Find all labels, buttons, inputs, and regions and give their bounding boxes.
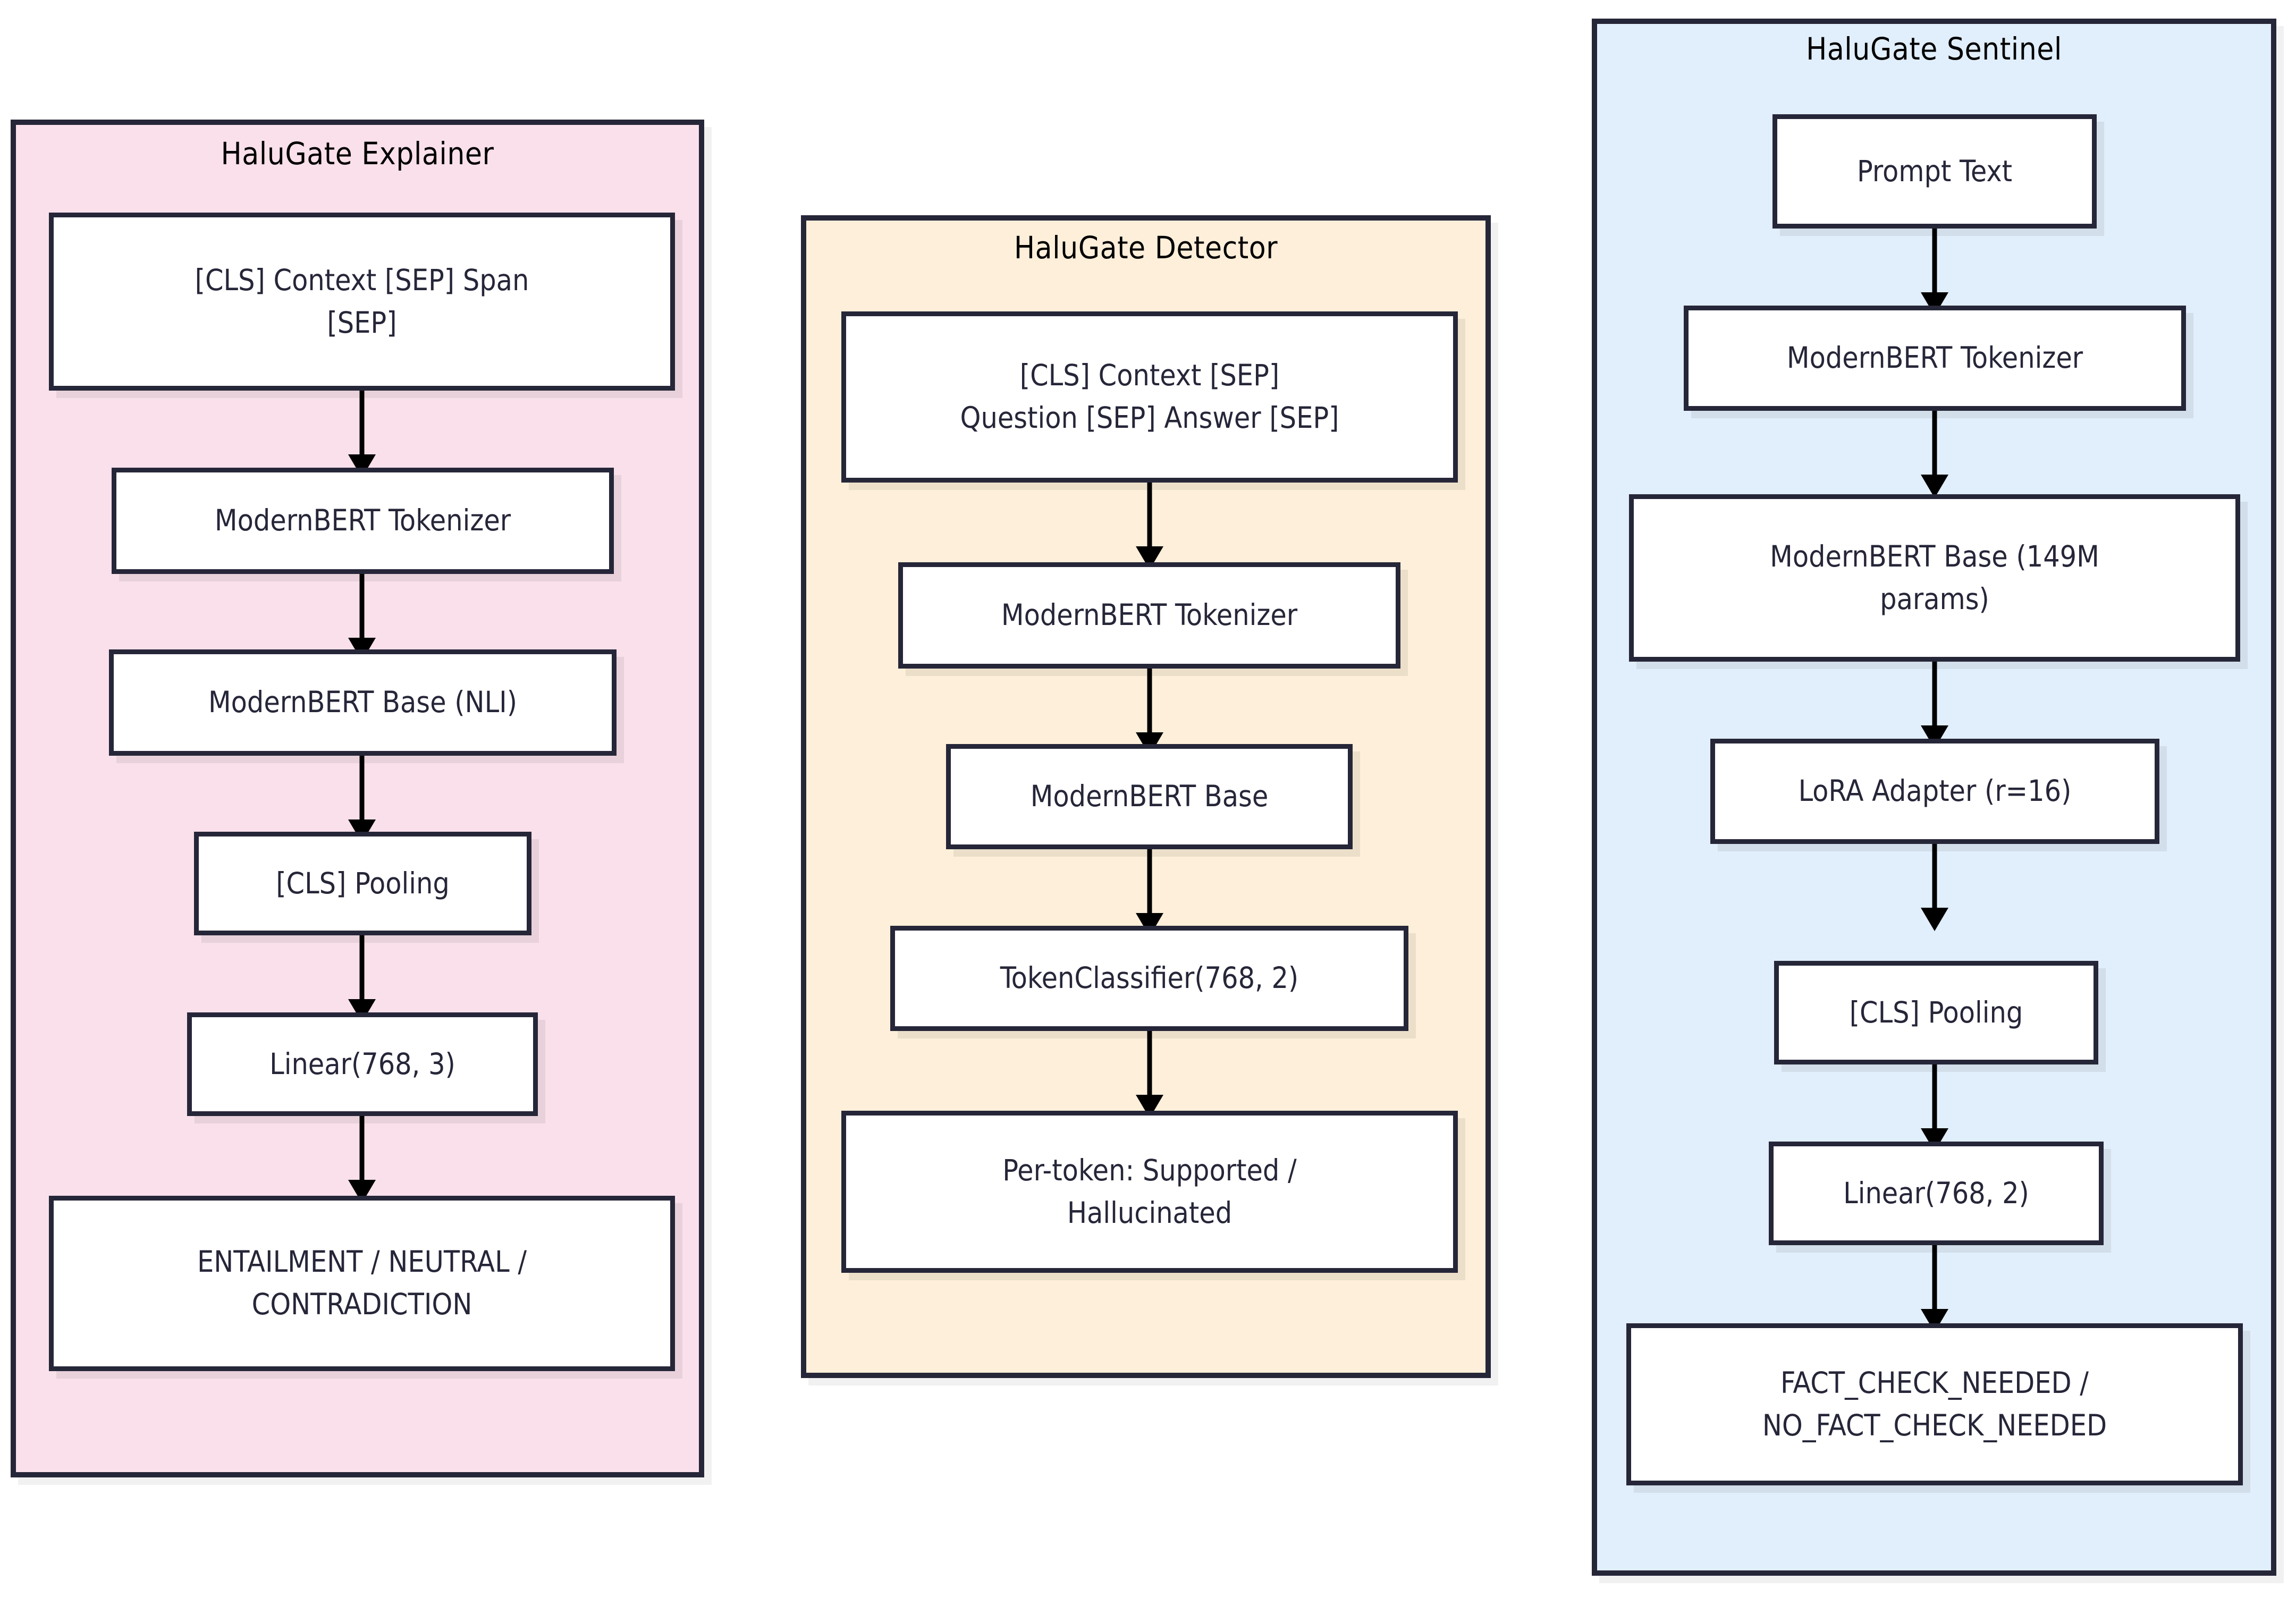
node-exp-base: ModernBERT Base (NLI) (109, 649, 617, 756)
node-sen-tokenizer: ModernBERT Tokenizer (1684, 306, 2186, 411)
node-det-classifier-label: TokenClassifier(768, 2) (1000, 961, 1299, 995)
node-exp-pooling-label: [CLS] Pooling (276, 866, 450, 900)
subgraph-detector-title: HaluGate Detector (1014, 230, 1278, 266)
node-sen-linear: Linear(768, 2) (1769, 1142, 2104, 1245)
node-det-base: ModernBERT Base (946, 744, 1353, 849)
node-det-input: [CLS] Context [SEP]Question [SEP] Answer… (841, 311, 1458, 483)
node-det-classifier: TokenClassifier(768, 2) (890, 926, 1408, 1031)
node-exp-output: ENTAILMENT / NEUTRAL /CONTRADICTION (49, 1196, 675, 1371)
node-sen-tokenizer-label: ModernBERT Tokenizer (1786, 341, 2083, 375)
node-sen-prompt-label: Prompt Text (1857, 154, 2012, 188)
node-exp-linear-label: Linear(768, 3) (269, 1046, 455, 1081)
node-det-tokenizer-label: ModernBERT Tokenizer (1001, 598, 1298, 632)
node-sen-lora: LoRA Adapter (r=16) (1710, 739, 2159, 844)
node-exp-tokenizer: ModernBERT Tokenizer (112, 468, 614, 574)
node-sen-prompt: Prompt Text (1772, 114, 2097, 229)
node-exp-base-label: ModernBERT Base (NLI) (208, 685, 518, 720)
node-det-base-label: ModernBERT Base (1030, 779, 1269, 814)
node-sen-pooling: [CLS] Pooling (1774, 961, 2098, 1064)
node-sen-output-label: FACT_CHECK_NEEDED /NO_FACT_CHECK_NEEDED (1762, 1365, 2107, 1442)
subgraph-sentinel-title: HaluGate Sentinel (1806, 31, 2062, 67)
node-exp-input: [CLS] Context [SEP] Span[SEP] (49, 213, 675, 391)
node-exp-output-label: ENTAILMENT / NEUTRAL /CONTRADICTION (197, 1245, 527, 1321)
node-det-output: Per-token: Supported /Hallucinated (841, 1111, 1458, 1273)
node-exp-input-label: [CLS] Context [SEP] Span[SEP] (195, 263, 529, 340)
node-sen-pooling-label: [CLS] Pooling (1849, 995, 2023, 1029)
node-sen-linear-label: Linear(768, 2) (1843, 1176, 2029, 1210)
node-exp-tokenizer-label: ModernBERT Tokenizer (214, 503, 511, 538)
node-det-tokenizer: ModernBERT Tokenizer (898, 562, 1400, 669)
node-det-input-label: [CLS] Context [SEP]Question [SEP] Answer… (960, 358, 1339, 435)
node-exp-linear: Linear(768, 3) (187, 1012, 538, 1116)
node-exp-pooling: [CLS] Pooling (194, 832, 531, 935)
node-sen-output: FACT_CHECK_NEEDED /NO_FACT_CHECK_NEEDED (1626, 1323, 2243, 1485)
subgraph-explainer-title: HaluGate Explainer (221, 136, 494, 172)
node-det-output-label: Per-token: Supported /Hallucinated (1002, 1153, 1297, 1230)
node-sen-lora-label: LoRA Adapter (r=16) (1798, 774, 2072, 808)
